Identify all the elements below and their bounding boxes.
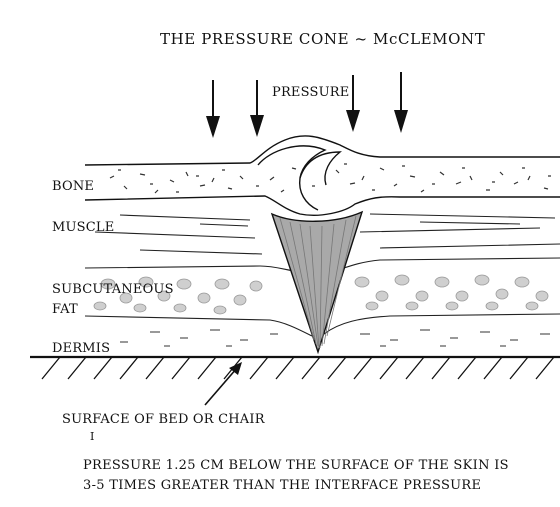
fat-label: FAT [52, 302, 78, 317]
pointer-arrow-icon [205, 362, 242, 405]
down-arrow-icon [206, 80, 220, 138]
pressure-cone [272, 212, 362, 352]
note-line-1: PRESSURE 1.25 CM BELOW THE SURFACE OF TH… [83, 458, 509, 473]
bone-label: BONE [52, 179, 94, 194]
note-line-2: 3-5 TIMES GREATER THAN THE INTERFACE PRE… [83, 478, 481, 493]
diagram-title: THE PRESSURE CONE ~ McCLEMONT [160, 30, 485, 48]
bone-layer [85, 136, 560, 215]
down-arrow-icon [394, 72, 408, 133]
muscle-label: MUSCLE [52, 220, 114, 235]
down-arrow-icon [250, 80, 264, 137]
surface-label: SURFACE OF BED OR CHAIR [62, 412, 265, 427]
dermis-layer [120, 330, 550, 346]
stray-mark: I [90, 430, 95, 443]
bone-texture [110, 164, 551, 193]
bed-hatching [42, 357, 554, 379]
subcutaneous-label: SUBCUTANEOUS [52, 282, 174, 297]
pressure-label: PRESSURE [272, 85, 349, 100]
down-arrow-icon [346, 75, 360, 132]
dermis-label: DERMIS [52, 341, 110, 356]
